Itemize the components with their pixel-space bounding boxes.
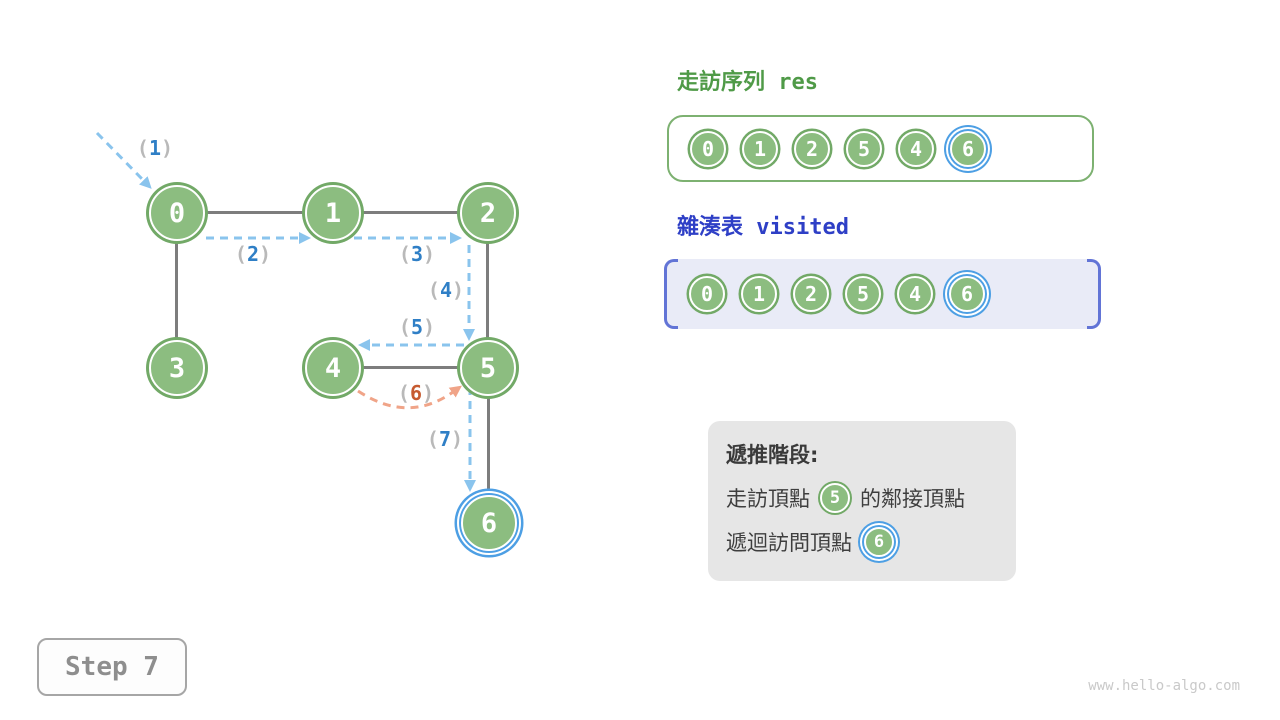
graph-node-3: 3: [149, 340, 205, 396]
edge-0-1: [177, 211, 333, 214]
res-sequence-box: 0 1 2 5 4 6: [667, 115, 1094, 182]
visited-item-1: 1: [741, 276, 777, 312]
visited-item-5-label: 6: [960, 282, 974, 306]
info-line-2-prefix: 遞迴訪問頂點: [726, 531, 852, 555]
graph-node-6-label: 6: [480, 507, 498, 539]
info-line-2-node-label: 6: [873, 532, 885, 552]
visited-item-0: 0: [689, 276, 725, 312]
info-line-1-suffix: 的鄰接頂點: [860, 487, 965, 511]
visited-item-2: 2: [793, 276, 829, 312]
edge-0-3: [175, 213, 178, 368]
visited-bracket-right-icon: [1087, 259, 1101, 329]
graph-node-3-label: 3: [168, 352, 186, 384]
visited-item-0-label: 0: [700, 282, 714, 306]
res-item-5-current: 6: [950, 130, 986, 167]
res-item-2-label: 2: [805, 136, 819, 161]
graph-node-6-current: 6: [461, 495, 517, 551]
graph-node-5: 5: [460, 340, 516, 396]
info-line-1-node-label: 5: [829, 488, 841, 508]
traversal-arrow-1: [95, 131, 152, 189]
edge-4-5: [333, 366, 488, 369]
res-item-3: 5: [846, 130, 882, 167]
info-line-1: 走訪頂點 5 的鄰接頂點: [726, 483, 1016, 513]
arrow-label-6: (6): [397, 381, 435, 405]
arrow-label-1: (1): [136, 136, 174, 160]
visited-hash-box: 0 1 2 5 4 6: [664, 259, 1101, 329]
graph-node-5-label: 5: [479, 352, 497, 384]
graph-node-1-label: 1: [324, 197, 342, 229]
edge-5-6: [487, 368, 490, 523]
graph-node-0-label: 0: [168, 197, 186, 229]
visited-item-4: 4: [897, 276, 933, 312]
visited-item-5-current: 6: [949, 276, 985, 312]
res-item-0-label: 0: [701, 136, 715, 161]
info-heading: 遞推階段:: [726, 443, 819, 467]
graph-node-4: 4: [305, 340, 361, 396]
info-line-2: 遞迴訪問頂點 6: [726, 527, 1016, 557]
edge-2-5: [486, 213, 489, 368]
step-badge-label: Step 7: [65, 652, 159, 682]
graph-node-0: 0: [149, 185, 205, 241]
graph-node-1: 1: [305, 185, 361, 241]
res-item-3-label: 5: [857, 136, 871, 161]
arrow-label-7: (7): [426, 427, 464, 451]
graph-node-2: 2: [460, 185, 516, 241]
visited-item-2-label: 2: [804, 282, 818, 306]
res-item-5-label: 6: [961, 136, 975, 161]
visited-panel-title: 雜湊表 visited: [677, 215, 849, 240]
traversal-arrows-overlay: [95, 131, 476, 492]
info-line-1-prefix: 走訪頂點: [726, 487, 810, 511]
graph-node-4-label: 4: [324, 352, 342, 384]
graph-node-2-label: 2: [479, 197, 497, 229]
res-item-4-label: 4: [909, 136, 923, 161]
arrow-label-4: (4): [427, 278, 465, 302]
visited-item-3: 5: [845, 276, 881, 312]
res-item-4: 4: [898, 130, 934, 167]
arrow-label-5: (5): [398, 315, 436, 339]
res-item-0: 0: [690, 130, 726, 167]
info-line-2-node-badge: 6: [864, 527, 894, 557]
watermark-text: www.hello-algo.com: [1088, 678, 1240, 694]
res-item-1: 1: [742, 130, 778, 167]
edge-1-2: [333, 211, 488, 214]
arrow-label-2: (2): [234, 242, 272, 266]
step-badge: Step 7: [37, 638, 187, 696]
recursion-stage-info-box: 遞推階段: 走訪頂點 5 的鄰接頂點 遞迴訪問頂點 6: [708, 421, 1016, 581]
info-line-1-node-badge: 5: [820, 483, 850, 513]
visited-item-3-label: 5: [856, 282, 870, 306]
arrow-label-3: (3): [398, 242, 436, 266]
visited-item-4-label: 4: [908, 282, 922, 306]
visited-item-1-label: 1: [752, 282, 766, 306]
visited-bracket-left-icon: [664, 259, 678, 329]
traversal-arrow-6: [357, 385, 462, 410]
res-item-2: 2: [794, 130, 830, 167]
res-panel-title: 走訪序列 res: [677, 70, 818, 95]
res-item-1-label: 1: [753, 136, 767, 161]
graph-canvas: (1) (2) (3) (4) (5) (6) (7) 0 1 2 3 4 5 …: [95, 131, 517, 551]
